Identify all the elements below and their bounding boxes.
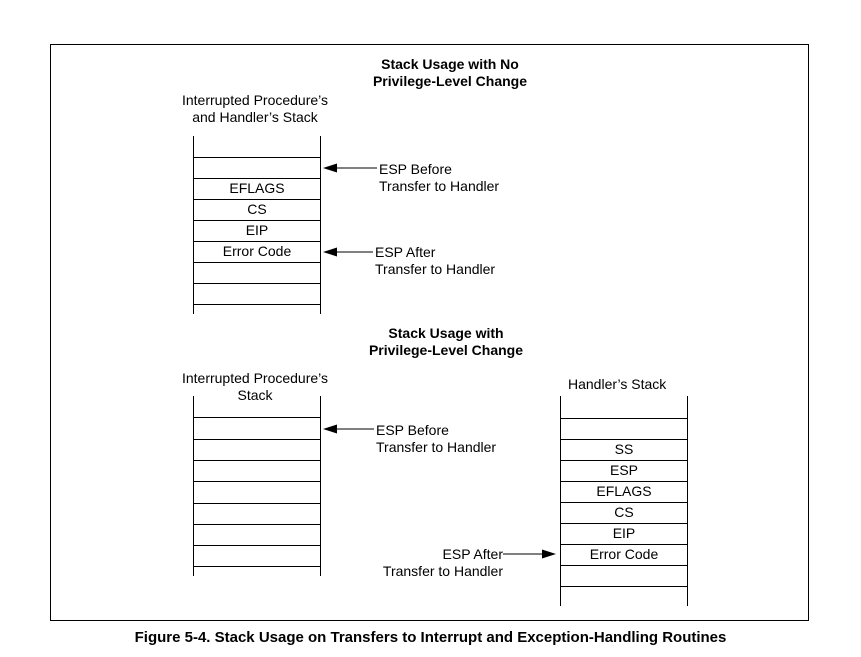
stack-divider <box>193 524 321 525</box>
handler-cell-ss: SS <box>614 441 634 457</box>
stack-divider <box>193 199 321 200</box>
bottom-left-label-line2: Stack <box>237 387 273 403</box>
stack-divider <box>560 439 688 440</box>
stack-divider <box>193 503 321 504</box>
stack-divider <box>193 417 321 418</box>
top-esp-after-label: ESP After Transfer to Handler <box>375 244 495 278</box>
stack-divider <box>560 523 688 524</box>
bottom-esp-before-arrow <box>323 424 374 434</box>
top-title: Stack Usage with No Privilege-Level Chan… <box>350 56 550 90</box>
top-title-line2: Privilege-Level Change <box>372 73 528 89</box>
handler-cell-cs: CS <box>614 504 634 520</box>
handler-stack-label: Handler’s Stack <box>568 376 667 392</box>
stack-divider <box>560 418 688 419</box>
stack-divider <box>193 566 321 567</box>
bottom-title: Stack Usage with Privilege-Level Change <box>346 325 546 359</box>
stack-divider <box>193 481 321 482</box>
bottom-esp-before-line1: ESP Before <box>376 422 449 438</box>
stack-divider <box>560 502 688 503</box>
stack-divider <box>193 439 321 440</box>
handler-cell-error-code: Error Code <box>589 546 659 562</box>
top-stack-right-edge <box>320 136 321 314</box>
top-title-line1: Stack Usage with No <box>381 56 519 72</box>
bottom-title-line1: Stack Usage with <box>388 325 504 341</box>
bottom-title-line2: Privilege-Level Change <box>368 342 524 358</box>
bottom-left-stack-right-edge <box>320 396 321 576</box>
top-stack-label-line2: and Handler’s Stack <box>192 109 318 125</box>
top-esp-before-line2: Transfer to Handler <box>379 178 500 194</box>
bottom-esp-after-line2: Transfer to Handler <box>382 563 503 579</box>
stack-divider <box>193 220 321 221</box>
stack-divider <box>193 178 321 179</box>
stack-divider <box>193 262 321 263</box>
bottom-esp-before-label: ESP Before Transfer to Handler <box>376 422 496 456</box>
top-stack-left-edge <box>193 136 194 314</box>
bottom-esp-before-line2: Transfer to Handler <box>376 439 497 455</box>
bottom-left-stack-left-edge <box>193 396 194 576</box>
stack-divider <box>560 460 688 461</box>
top-cell-error-code: Error Code <box>222 243 292 259</box>
top-esp-after-line1: ESP After <box>375 244 436 260</box>
bottom-esp-after-arrow <box>503 549 556 559</box>
stack-divider <box>193 241 321 242</box>
bottom-esp-after-line1: ESP After <box>442 546 503 562</box>
stack-divider <box>193 304 321 305</box>
stack-divider <box>560 565 688 566</box>
top-stack-label: Interrupted Procedure’s and Handler’s St… <box>155 92 355 126</box>
top-esp-before-arrow <box>323 163 377 173</box>
stack-divider <box>193 460 321 461</box>
stack-divider <box>560 544 688 545</box>
top-cell-eflags: EFLAGS <box>229 180 285 196</box>
bottom-left-label-line1: Interrupted Procedure’s <box>181 370 329 386</box>
handler-stack-right-edge <box>687 396 688 606</box>
stack-divider <box>560 586 688 587</box>
bottom-esp-after-label: ESP After Transfer to Handler <box>360 546 503 580</box>
figure-frame <box>50 44 809 621</box>
top-esp-before-line1: ESP Before <box>379 161 452 177</box>
handler-cell-esp: ESP <box>609 462 638 478</box>
top-cell-eip: EIP <box>245 222 269 238</box>
stack-divider <box>193 283 321 284</box>
handler-stack-left-edge <box>560 396 561 606</box>
figure-caption: Figure 5-4. Stack Usage on Transfers to … <box>134 629 727 646</box>
handler-cell-eflags: EFLAGS <box>596 483 652 499</box>
top-cell-cs: CS <box>247 201 267 217</box>
top-esp-before-label: ESP Before Transfer to Handler <box>379 161 499 195</box>
stack-divider <box>193 157 321 158</box>
top-esp-after-line2: Transfer to Handler <box>375 261 496 277</box>
stack-divider <box>560 481 688 482</box>
top-stack-label-line1: Interrupted Procedure’s <box>181 92 329 108</box>
stack-divider <box>193 545 321 546</box>
bottom-left-stack-label: Interrupted Procedure’s Stack <box>155 370 355 404</box>
top-esp-after-arrow <box>323 247 373 257</box>
handler-cell-eip: EIP <box>612 525 636 541</box>
